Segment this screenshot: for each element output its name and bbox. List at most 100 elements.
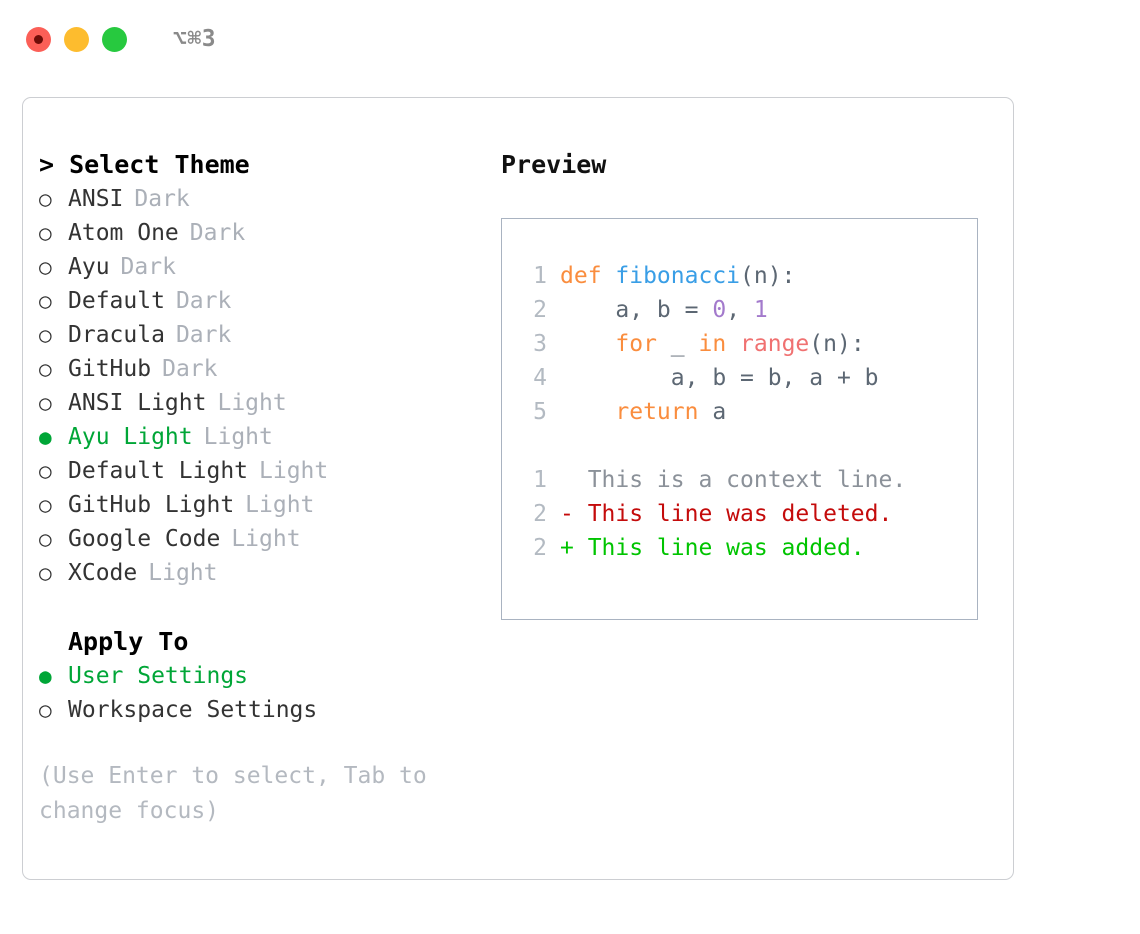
theme-kind-label: Dark [189, 220, 246, 246]
radio-unselected-icon: ○ [39, 289, 52, 313]
code-token: a, b = b, a + b [560, 365, 879, 391]
theme-item-xcode[interactable]: ○ XCode Light [39, 556, 469, 590]
radio-unselected-icon: ○ [39, 357, 52, 381]
code-token: fibonacci [615, 263, 741, 289]
line-number: 2 [533, 501, 547, 527]
section-spacer [39, 590, 469, 625]
radio-unselected-icon: ○ [39, 323, 52, 347]
radio-unselected-icon: ○ [39, 561, 52, 585]
theme-item-ayu-light[interactable]: ● Ayu Light Light [39, 420, 469, 454]
theme-item-label: ANSI [68, 186, 124, 212]
theme-kind-label: Light [217, 390, 287, 416]
radio-unselected-icon: ○ [39, 459, 52, 483]
code-token: return [560, 399, 713, 425]
diff-line: 2+ This line was added. [517, 531, 977, 565]
theme-kind-label: Dark [175, 322, 232, 348]
code-token: def [560, 263, 616, 289]
radio-unselected-icon: ○ [39, 698, 52, 722]
apply-to-item-user-settings[interactable]: ● User Settings [39, 659, 469, 693]
theme-kind-label: Light [231, 526, 301, 552]
theme-item-label: Ayu Light [68, 424, 193, 450]
minimize-button[interactable] [64, 26, 89, 52]
diff-line-text: This is a context line. [560, 467, 907, 493]
code-line-text: a, b = 0, 1 [560, 293, 768, 327]
diff-line-text: + This line was added. [560, 535, 865, 561]
theme-item-atom-one[interactable]: ○ Atom One Dark [39, 216, 469, 250]
code-line: 5 return a [517, 395, 977, 429]
theme-kind-label: Light [148, 560, 218, 586]
code-token: , [726, 297, 754, 323]
diff-line: 2 - This line was deleted. [517, 497, 977, 531]
code-token: (n): [809, 331, 865, 357]
code-token: in [698, 331, 741, 357]
preview-gap [517, 429, 977, 463]
radio-selected-icon: ● [39, 425, 52, 449]
theme-item-github-light[interactable]: ○ GitHub Light Light [39, 488, 469, 522]
title-bar: ⌥⌘3 [0, 0, 1140, 78]
diff-line-text: - This line was deleted. [560, 501, 893, 527]
theme-kind-label: Light [203, 424, 273, 450]
line-number: 1 [533, 467, 547, 493]
code-line: 1 def fibonacci(n): [517, 259, 977, 293]
apply-to-item-label: User Settings [68, 663, 249, 689]
theme-item-label: ANSI Light [68, 390, 207, 416]
radio-selected-icon: ● [39, 664, 52, 688]
theme-item-google-code[interactable]: ○ Google Code Light [39, 522, 469, 556]
code-line-text: def fibonacci(n): [560, 259, 795, 293]
line-number: 3 [533, 331, 547, 357]
code-line: 4 a, b = b, a + b [517, 361, 977, 395]
radio-unselected-icon: ○ [39, 255, 52, 279]
code-token: a [712, 399, 727, 425]
theme-kind-label: Light [245, 492, 315, 518]
theme-item-label: Atom One [68, 220, 179, 246]
radio-unselected-icon: ○ [39, 527, 52, 551]
select-theme-heading: > Select Theme [39, 150, 250, 179]
diff-line: 1 This is a context line. [517, 463, 977, 497]
theme-kind-label: Light [259, 458, 329, 484]
keyboard-shortcut-label: ⌥⌘3 [173, 26, 217, 52]
theme-item-label: GitHub Light [68, 492, 235, 518]
theme-item-label: XCode [68, 560, 138, 586]
radio-unselected-icon: ○ [39, 391, 52, 415]
close-button[interactable] [26, 26, 51, 52]
line-number: 4 [533, 365, 547, 391]
code-line: 3 for _ in range(n): [517, 327, 977, 361]
line-number: 1 [533, 263, 547, 289]
code-token: a, b = [560, 297, 713, 323]
apply-to-item-workspace-settings[interactable]: ○ Workspace Settings [39, 693, 469, 727]
code-token: range [740, 331, 810, 357]
code-token: 1 [753, 297, 768, 323]
code-line-text: a, b = b, a + b [560, 361, 879, 395]
line-number: 2 [533, 297, 547, 323]
theme-kind-label: Dark [162, 356, 218, 382]
theme-item-label: Google Code [68, 526, 221, 552]
code-line-text: for _ in range(n): [560, 327, 865, 361]
code-token: 0 [712, 297, 727, 323]
apply-to-option-list[interactable]: ● User Settings ○ Workspace Settings [39, 659, 469, 727]
code-line: 2 a, b = 0, 1 [517, 293, 977, 327]
theme-kind-label: Dark [175, 288, 232, 314]
theme-item-ansi-light[interactable]: ○ ANSI Light Light [39, 386, 469, 420]
radio-unselected-icon: ○ [39, 221, 52, 245]
diff-sample: 1 This is a context line. 2 - This line wa… [517, 463, 977, 565]
code-token: (n): [740, 263, 796, 289]
radio-unselected-icon: ○ [39, 493, 52, 517]
maximize-button[interactable] [102, 26, 127, 52]
code-token: for [560, 331, 671, 357]
apply-to-heading: Apply To [68, 627, 189, 656]
theme-kind-label: Dark [120, 254, 176, 280]
apply-to-item-label: Workspace Settings [68, 697, 318, 723]
preview-heading: Preview [501, 150, 607, 179]
